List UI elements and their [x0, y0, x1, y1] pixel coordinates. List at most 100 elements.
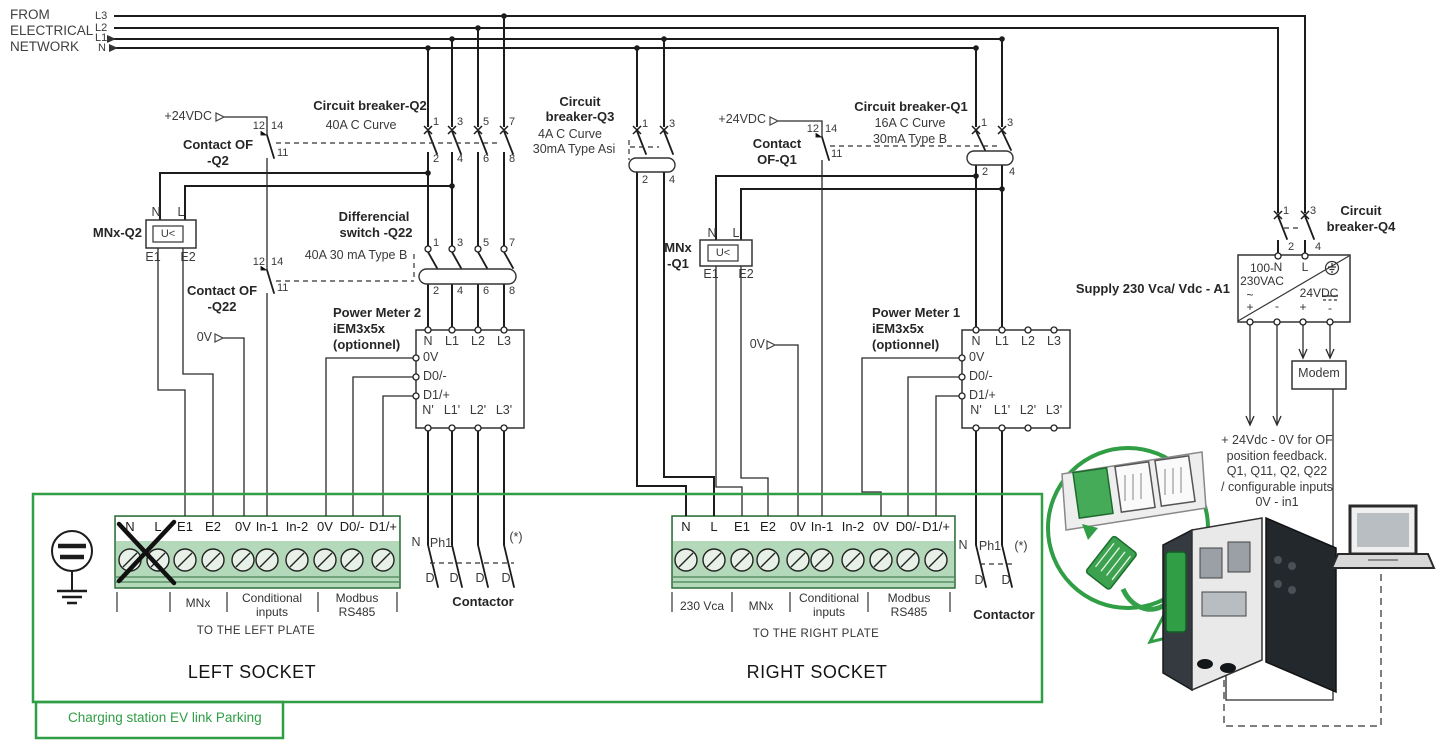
- right-terminal-e2: E2: [760, 519, 776, 534]
- q2-pole-4: 4: [457, 153, 464, 165]
- supply-input-range2: 230VAC: [1240, 274, 1284, 288]
- pm2-d0: D0/-: [423, 369, 447, 383]
- pm2-n2: N': [422, 403, 434, 417]
- contactor-left-d1: D: [425, 571, 435, 585]
- contactor-right-n: N: [958, 538, 968, 552]
- note-line5: 0V - in1: [1255, 495, 1299, 509]
- supply-input-range1: 100-: [1249, 261, 1275, 275]
- rcd-ovals: [418, 150, 1014, 285]
- power-wires: [112, 15, 1306, 545]
- supply-n: N: [1273, 260, 1283, 274]
- supply-l: L: [1301, 260, 1309, 274]
- right-group-mnx: MNx: [748, 599, 774, 613]
- q22-pole-5: 5: [483, 237, 490, 249]
- q22-title1: Differencial: [338, 209, 410, 224]
- left-terminal-n: N: [125, 519, 135, 534]
- contactor-left-label: Contactor: [452, 594, 514, 609]
- right-terminal-n: N: [681, 519, 691, 534]
- of-q1-t14: 14: [825, 123, 838, 135]
- q22-title2: switch -Q22: [339, 225, 413, 240]
- mnx-q1-u: U<: [715, 247, 731, 259]
- q1-pole-2: 2: [982, 166, 989, 178]
- left-group-cond2: inputs: [255, 605, 289, 619]
- q4-title1: Circuit: [1340, 203, 1382, 218]
- q4-pole-4: 4: [1315, 241, 1322, 253]
- q2-pole-6: 6: [483, 153, 490, 165]
- contactor-left-ph1: Ph1: [429, 536, 453, 550]
- pm1-title3: (optionnel): [872, 337, 940, 352]
- q22-pole-1: 1: [433, 237, 440, 249]
- pm1-l12: L1': [993, 403, 1011, 417]
- bus-l2-label: L2: [95, 22, 108, 34]
- of-q22-label1: Contact OF: [186, 283, 258, 298]
- mnx-q2-l: L: [177, 205, 185, 219]
- pm1-l3: L3: [1047, 334, 1061, 348]
- mnx-q2-name: MNx-Q2: [92, 225, 142, 240]
- pm1-l22: L2': [1019, 403, 1037, 417]
- q3-pole-4: 4: [669, 174, 676, 186]
- breaker-x-marks: [423, 125, 1310, 220]
- of-q1-t12: 12: [806, 123, 819, 135]
- q2-pole-7: 7: [509, 116, 516, 128]
- supply-ac-plus: +: [1246, 300, 1254, 314]
- screw-slots: [122, 552, 944, 568]
- laptop-icon: [1330, 504, 1436, 569]
- of-q2-label1: Contact OF: [182, 137, 254, 152]
- input-arrow-icons: [214, 112, 780, 350]
- of-q2-t11: 11: [277, 147, 289, 159]
- supply-ac-symbol: ~: [1246, 288, 1254, 302]
- pm2-l22: L2': [469, 403, 487, 417]
- of-q1-t11: 11: [831, 148, 843, 160]
- left-terminal-in2: In-2: [285, 519, 309, 534]
- contactor-right-d1: D: [974, 573, 984, 587]
- right-terminal-in2: In-2: [841, 519, 865, 534]
- q4-pole-1: 1: [1283, 205, 1290, 217]
- pm2-ov: 0V: [423, 350, 439, 364]
- left-terminal-e2: E2: [205, 519, 221, 534]
- mnx-q1-e2: E2: [738, 267, 754, 281]
- q3-pole-1: 1: [642, 118, 649, 130]
- of-q22-t12: 12: [252, 256, 265, 268]
- contactor-left-star: (*): [509, 530, 523, 544]
- mnx-q1-name1: MNx: [664, 240, 692, 255]
- pm1-ov: 0V: [969, 350, 985, 364]
- left-group-mod2: RS485: [338, 605, 376, 619]
- right-terminal-d1: D1/+: [922, 519, 950, 534]
- right-terminal-in1: In-1: [810, 519, 834, 534]
- left-group-mnx: MNx: [185, 596, 211, 610]
- left-terminal-e1: E1: [177, 519, 193, 534]
- q2-pole-8: 8: [509, 153, 516, 165]
- right-group-cond1: Conditional: [798, 591, 860, 605]
- q4-pole-2: 2: [1288, 241, 1295, 253]
- q1-pole-3: 3: [1007, 117, 1014, 129]
- q1-pole-1: 1: [981, 117, 988, 129]
- supply-ac-minus: -: [1275, 299, 1279, 313]
- modem-label: Modem: [1298, 366, 1340, 380]
- of-q22-t11: 11: [277, 282, 289, 294]
- q3-pole-3: 3: [669, 118, 676, 130]
- note-line2: position feedback.: [1226, 449, 1328, 463]
- pm1-l1: L1: [995, 334, 1009, 348]
- left-socket-title: LEFT SOCKET: [187, 662, 317, 682]
- left-terminal-d0: D0/-: [339, 519, 365, 534]
- contactor-right-label: Contactor: [973, 607, 1035, 622]
- pm1-title1: Power Meter 1: [872, 305, 961, 320]
- contactor-right-d2: D: [1001, 573, 1011, 587]
- right-socket-title: RIGHT SOCKET: [746, 662, 888, 682]
- q22-pole-6: 6: [483, 285, 490, 297]
- q2-pole-5: 5: [483, 116, 490, 128]
- right-group-mod2: RS485: [890, 605, 928, 619]
- q2-title: Circuit breaker-Q2: [313, 98, 427, 113]
- pm2-title2: iEM3x5x: [333, 321, 386, 336]
- of-q22-t14: 14: [271, 256, 284, 268]
- of-q2-t12: 12: [252, 120, 265, 132]
- note-line3: Q1, Q11, Q2, Q22: [1226, 464, 1328, 478]
- bus-l3-label: L3: [95, 10, 108, 22]
- q2-rating: 40A C Curve: [325, 118, 397, 132]
- right-terminal-d0: D0/-: [895, 519, 921, 534]
- source-label-line3: NETWORK: [10, 39, 79, 54]
- pm2-l1: L1: [445, 334, 459, 348]
- bus-arrow-icons: [107, 35, 118, 52]
- pm1-n: N: [971, 334, 981, 348]
